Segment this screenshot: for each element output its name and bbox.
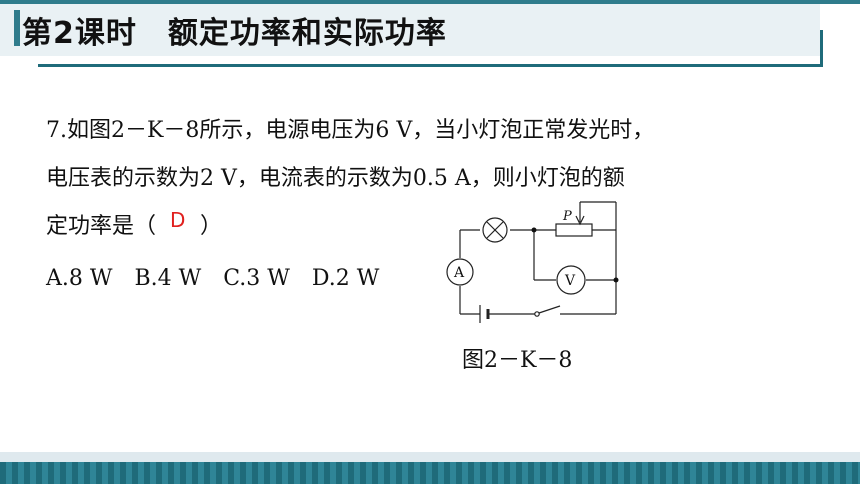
switch-icon <box>534 305 561 317</box>
title-bracket <box>38 30 823 67</box>
question-line-3: 定功率是（ ） <box>46 214 223 239</box>
page-title: 第2课时 额定功率和实际功率 <box>22 16 447 51</box>
slider-label: P <box>562 209 572 224</box>
answer-options: A.8 W B.4 W C.3 W D.2 W <box>46 266 380 291</box>
title-bar <box>0 4 820 56</box>
lamp-icon <box>482 217 508 243</box>
top-strip <box>0 0 860 4</box>
answer-mark: D <box>170 208 186 232</box>
voltmeter-label: V <box>564 273 576 289</box>
junction-dot <box>613 277 619 283</box>
ammeter-icon: A <box>446 258 474 286</box>
ammeter-label: A <box>453 265 465 281</box>
question-line-2: 电压表的示数为2 V，电流表的示数为0.5 A，则小灯泡的额 <box>46 166 625 191</box>
footer-light-band <box>0 452 860 462</box>
circuit-diagram: P A V <box>446 201 619 323</box>
footer-bar <box>0 462 860 484</box>
figure-caption: 图2－K－8 <box>462 348 573 373</box>
title-accent <box>14 10 20 46</box>
rheostat-icon: P <box>555 209 593 237</box>
voltmeter-icon: V <box>556 265 586 295</box>
battery-icon <box>479 305 490 323</box>
question-line-1: 7.如图2－K－8所示，电源电压为6 V，当小灯泡正常发光时， <box>46 118 655 143</box>
junction-dot <box>531 227 537 233</box>
